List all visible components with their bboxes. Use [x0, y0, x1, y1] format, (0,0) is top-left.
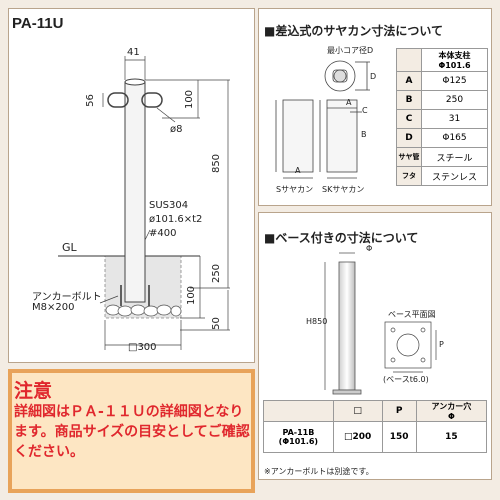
- sk-sayakan-label: SKサヤカン: [322, 185, 365, 194]
- spec-value: ステンレス: [421, 166, 488, 186]
- base-table-header: アンカー穴 Φ: [415, 400, 488, 422]
- dim-300: □300: [128, 342, 157, 353]
- pipe-spec-label: ø101.6×t2: [149, 214, 203, 225]
- plan-label: ベース平面図: [388, 310, 436, 319]
- base-spec-table: □ P アンカー穴 Φ PA-11B (Φ101.6) □200 150 15: [263, 400, 488, 453]
- spec-key: サヤ管: [396, 147, 422, 167]
- min-core-label: 最小コア径D: [327, 46, 374, 55]
- label-a-bottom: A: [295, 166, 301, 175]
- base-table-header: □: [332, 400, 383, 422]
- base-table-header: [263, 400, 334, 422]
- label-d: D: [370, 72, 377, 81]
- base-table-cell: □200: [332, 421, 383, 453]
- h850-label: H850: [306, 317, 328, 326]
- caution-box: [8, 369, 255, 493]
- gl-label: GL: [62, 241, 77, 254]
- finish-label: #400: [149, 228, 177, 239]
- dim-top-width: 41: [127, 47, 140, 58]
- plate-label: (ベースt6.0): [383, 375, 429, 384]
- sayakan-title: ■差込式のサヤカン寸法について: [264, 24, 443, 38]
- base-table-cell: 15: [415, 421, 488, 453]
- base-table-cell: 150: [381, 421, 417, 453]
- label-b: B: [361, 130, 367, 139]
- anchor-size-label: M8×200: [32, 302, 75, 313]
- base-title: ■ベース付きの寸法について: [264, 231, 419, 245]
- caution-title: 注意: [14, 380, 53, 402]
- spec-key: D: [396, 128, 422, 148]
- product-title: PA-11U: [12, 15, 64, 32]
- base-phi-label: Φ: [366, 244, 373, 253]
- label-a-top: A: [346, 98, 352, 107]
- s-sayakan-label: Sサヤカン: [276, 185, 314, 194]
- material-label: SUS304: [149, 200, 189, 211]
- p-label: P: [439, 340, 444, 349]
- caution-text: 詳細図はＰＡ-１１Ｕの詳細図となります。商品サイズの目安としてご確認ください。: [14, 404, 250, 460]
- spec-value: 250: [421, 90, 488, 110]
- label-c: C: [362, 106, 368, 115]
- dim-phi8: ø8: [170, 124, 183, 135]
- anchor-bolt-label: アンカーボルト: [32, 292, 102, 303]
- spec-key: A: [396, 71, 422, 91]
- base-footnote: ※アンカーボルトは別途です。: [264, 467, 374, 476]
- base-table-cell: PA-11B (Φ101.6): [263, 421, 334, 453]
- spec-key: B: [396, 90, 422, 110]
- base-table-header: P: [381, 400, 417, 422]
